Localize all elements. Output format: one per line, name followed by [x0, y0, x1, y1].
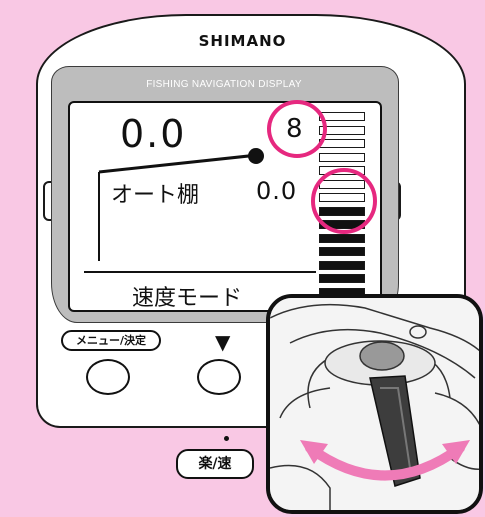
speed-bar-segment — [319, 247, 365, 256]
lcd-graphics — [84, 148, 316, 273]
menu-button-label: メニュー/決定 — [75, 334, 147, 347]
highlight-circle-speed — [267, 100, 327, 158]
speed-bar-segment — [319, 233, 365, 243]
auto-shelf-label: オート棚 — [111, 183, 200, 208]
down-button[interactable] — [197, 359, 241, 395]
jog-dial-illustration — [270, 298, 479, 510]
menu-enter-button[interactable] — [86, 359, 130, 395]
mode-switch-button[interactable]: 楽/速 — [176, 449, 254, 479]
brand-logo: SHIMANO — [198, 32, 287, 50]
tip-dot — [248, 148, 264, 164]
panel-label: FISHING NAVIGATION DISPLAY — [146, 79, 302, 90]
speed-bar-segment — [319, 152, 365, 162]
jog-dial-inset — [266, 294, 483, 514]
speed-bar-segment — [319, 260, 365, 270]
speed-bar-segment — [319, 139, 365, 148]
down-arrow-icon: ▼ — [215, 330, 231, 354]
indicator-dot — [224, 436, 229, 441]
auto-shelf-value: 0.0 — [256, 177, 298, 205]
highlight-circle-bar — [311, 168, 377, 234]
menu-button-label-pill: メニュー/決定 — [61, 330, 161, 351]
mode-label: 速度モード — [132, 286, 243, 311]
speed-bar-segment — [319, 112, 365, 121]
mode-switch-label: 楽/速 — [198, 456, 232, 472]
depth-readout: 0.0 — [120, 112, 187, 156]
speed-bar-segment — [319, 274, 365, 283]
